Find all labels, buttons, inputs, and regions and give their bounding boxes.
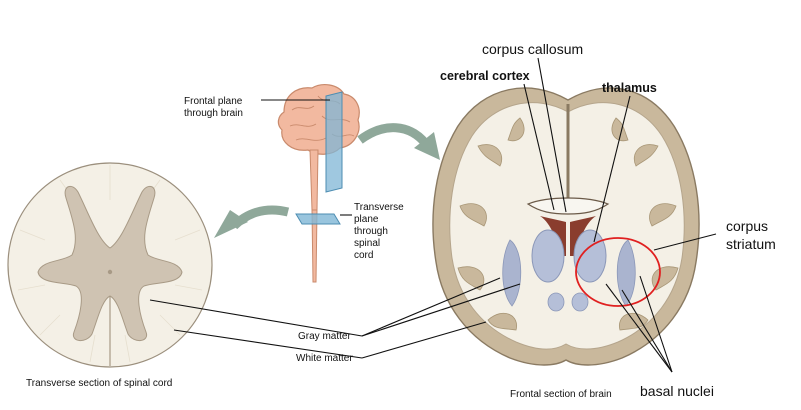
thalamus-label: thalamus [602, 81, 657, 95]
thalamus-leader [593, 95, 631, 243]
cortical-folds [457, 117, 679, 331]
orientation-figure [261, 84, 360, 283]
thalamus-left [531, 229, 565, 283]
white-leader-2 [173, 329, 363, 359]
basal-leader-2 [621, 289, 673, 373]
corpus-striatum-label-1: corpus [726, 218, 768, 234]
transverse-plane-label-3: through [354, 226, 388, 237]
corpus-striatum-leader [653, 233, 717, 251]
labels: Frontal plane through brain Transverse p… [26, 41, 776, 400]
spinal-cord-illustration [311, 209, 318, 283]
basal-nucleus-left [502, 239, 522, 307]
transverse-plane-icon [295, 213, 341, 225]
basal-leader-1 [605, 283, 673, 373]
spinal-central-canal [107, 269, 113, 275]
cerebral-cortex-label: cerebral cortex [440, 69, 530, 83]
spinal-section-caption: Transverse section of spinal cord [26, 378, 172, 389]
corpus-striatum-highlight [575, 237, 661, 307]
transverse-plane-label-5: cord [354, 250, 373, 261]
arrow-to-brain [357, 123, 430, 148]
frontal-plane-label-1: Frontal plane [184, 96, 243, 107]
frontal-plane-icon [325, 91, 343, 193]
white-matter-label: White matter [296, 353, 353, 364]
mammillary-left [547, 292, 565, 312]
brain-section-caption: Frontal section of brain [510, 389, 612, 400]
transverse-plane-label-4: spinal [354, 238, 380, 249]
cerebral-cortex-leader [523, 83, 555, 211]
thalamus-right [573, 229, 607, 283]
corpus-callosum-leader [537, 57, 567, 213]
brain-frontal-section [432, 87, 700, 366]
arrows [214, 123, 440, 238]
spinal-cord-section [7, 162, 213, 368]
gray-leader-1 [361, 277, 501, 337]
gray-leader-3 [149, 299, 363, 337]
gray-matter-label: Gray matter [298, 331, 351, 342]
frontal-plane-label-2: through brain [184, 108, 243, 119]
leader-lines [149, 57, 717, 373]
basal-nuclei-label: basal nuclei [640, 383, 714, 399]
transverse-plane-label-2: plane [354, 214, 379, 225]
corpus-callosum-label: corpus callosum [482, 41, 583, 57]
arrow-to-spinal-head [214, 210, 248, 238]
basal-leader-3 [639, 275, 673, 373]
mammillary-right [571, 292, 589, 312]
corpus-striatum-label-2: striatum [726, 236, 776, 252]
gray-leader-2 [361, 283, 521, 337]
brainstem [309, 149, 319, 211]
corpus-callosum-structure [526, 197, 610, 215]
white-leader-1 [361, 321, 487, 359]
transverse-plane-label-1: Transverse [354, 202, 404, 213]
arrow-to-brain-head [414, 132, 440, 160]
brain-illustration [277, 84, 360, 155]
